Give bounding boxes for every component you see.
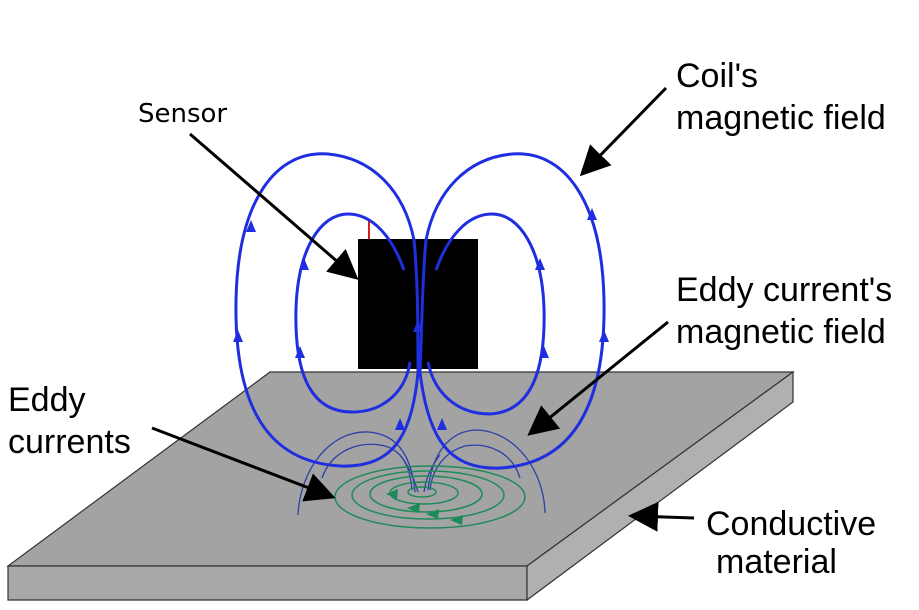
coil-field-right-outer (418, 152, 606, 470)
sensor-label: Sensor (138, 99, 228, 129)
coil-field-center-right (418, 239, 428, 373)
conductive-plate (6, 370, 795, 602)
coil-field-label-line1: Coil's (676, 57, 759, 95)
coil-field-left-inner (294, 212, 412, 414)
coil-field-left-outer (234, 152, 420, 468)
coil-field-pointer-arrow (579, 86, 668, 177)
coil-field-label-line2: magnetic field (676, 99, 886, 137)
conductive-label-line2: material (716, 543, 837, 581)
pointer-arrows (151, 86, 695, 532)
sensor-pointer-arrow (189, 132, 359, 280)
eddy-currents-label-line1: Eddy (8, 381, 86, 419)
eddy-field-label-line1: Eddy current's (676, 271, 893, 309)
eddy-ring-4 (351, 470, 505, 520)
coil-field-lines (234, 152, 606, 470)
conductive-pointer-arrow (628, 501, 695, 532)
coil-field-center-left (412, 239, 420, 373)
eddy-field-pointer-arrow (527, 320, 669, 436)
eddy-currents-label-line2: currents (8, 423, 131, 461)
conductive-label-line1: Conductive (706, 505, 877, 543)
coil-field-direction-arrows (233, 208, 609, 430)
coil-field-right-inner (426, 212, 546, 416)
eddy-current-direction-arrows (386, 489, 463, 525)
plate-front-face (7, 565, 528, 601)
eddy-ring-1 (407, 486, 437, 498)
eddy-field-label-line2: magnetic field (676, 313, 886, 351)
plate-right-face (526, 370, 794, 602)
eddy-currents-pointer-arrow (151, 426, 336, 502)
eddy-ring-3 (369, 475, 483, 513)
